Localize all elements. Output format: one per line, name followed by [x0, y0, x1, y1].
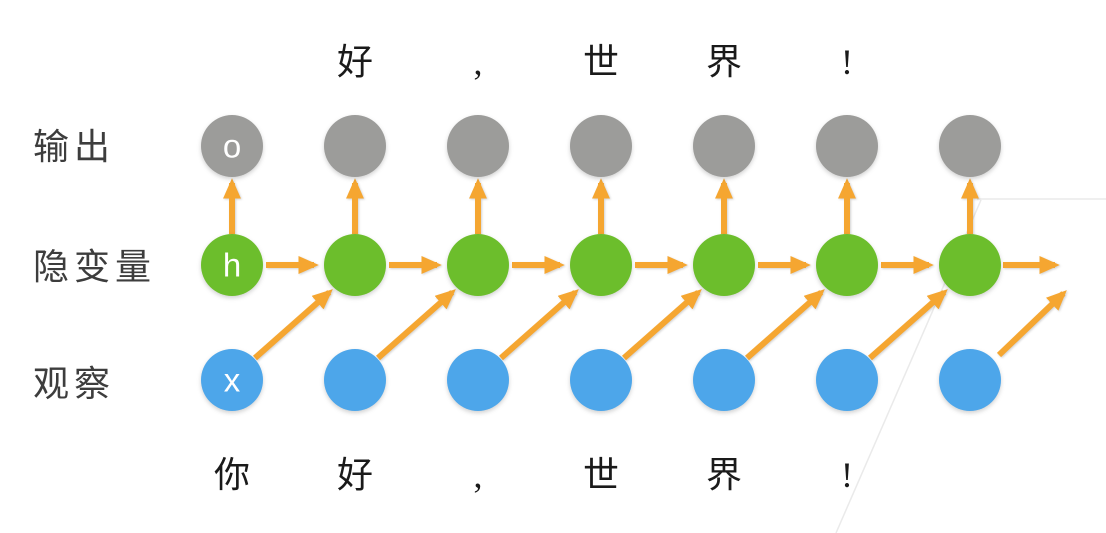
- hidden-node: [570, 234, 632, 296]
- hidden-node: [939, 234, 1001, 296]
- arrow-observation-to-hidden: [745, 289, 825, 361]
- output-token: !: [841, 42, 853, 82]
- hidden-node: [816, 234, 878, 296]
- arrow-observation-to-hidden: [253, 289, 333, 361]
- output-node: [693, 115, 755, 177]
- hidden-node: [447, 234, 509, 296]
- output-node: [201, 115, 263, 177]
- row-label-observation: 观察: [33, 363, 116, 404]
- output-token: 好: [336, 42, 374, 82]
- output-token: ,: [473, 42, 483, 82]
- hidden-node: [201, 234, 263, 296]
- arrow-observation-to-hidden: [499, 289, 579, 361]
- arrow-observation-to-hidden: [376, 289, 456, 361]
- output-node: [939, 115, 1001, 177]
- hidden-node: [324, 234, 386, 296]
- observation-node: [693, 349, 755, 411]
- observation-node: [201, 349, 263, 411]
- output-node-letter: o: [223, 128, 241, 165]
- input-token: 界: [705, 455, 743, 495]
- observation-node: [816, 349, 878, 411]
- input-token: 好: [336, 455, 374, 495]
- output-node: [447, 115, 509, 177]
- observation-node: [939, 349, 1001, 411]
- output-node: [324, 115, 386, 177]
- input-token: 你: [213, 455, 251, 495]
- output-node: [816, 115, 878, 177]
- output-token: 世: [582, 42, 620, 82]
- arrow-observation-exit: [996, 290, 1067, 358]
- output-token: 界: [705, 42, 743, 82]
- nodes: [201, 115, 1001, 411]
- observation-node: [570, 349, 632, 411]
- input-token: !: [841, 455, 853, 495]
- observation-node: [324, 349, 386, 411]
- output-node: [570, 115, 632, 177]
- observation-node-letter: x: [224, 362, 241, 399]
- row-label-output: 输出: [33, 126, 116, 167]
- arrow-observation-to-hidden: [622, 289, 702, 361]
- input-token: ,: [473, 455, 483, 495]
- arrows: [223, 178, 1067, 361]
- arrow-observation-to-hidden: [868, 289, 948, 361]
- hidden-node: [693, 234, 755, 296]
- row-label-hidden: 隐变量: [33, 246, 157, 287]
- observation-node: [447, 349, 509, 411]
- hidden-node-letter: h: [223, 247, 241, 284]
- input-token: 世: [582, 455, 620, 495]
